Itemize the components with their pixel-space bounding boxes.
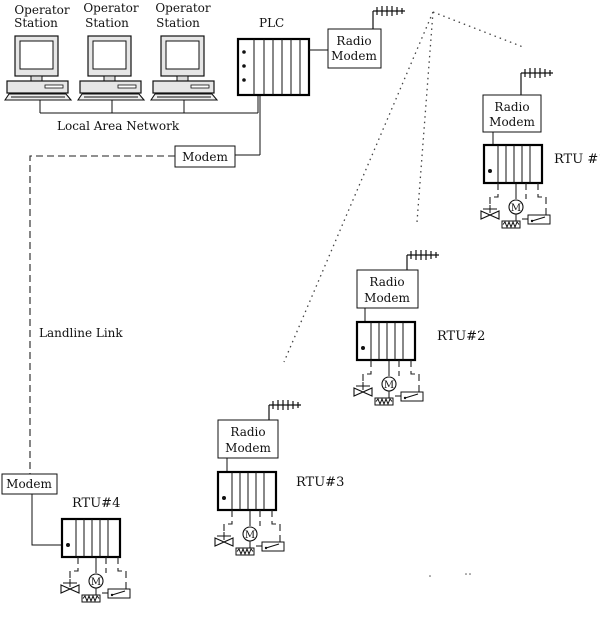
antenna-icon bbox=[268, 399, 302, 411]
rtu-4: Modem RTU#4 bbox=[1, 473, 131, 603]
antenna-icon bbox=[372, 5, 406, 17]
operator-station-line1: Operator bbox=[155, 1, 211, 15]
field-devices bbox=[480, 182, 551, 229]
landline-label: Landline Link bbox=[39, 326, 123, 340]
field-devices bbox=[214, 509, 285, 556]
rtu-1: Radio Modem RTU #1 bbox=[480, 67, 600, 229]
rtu-label: RTU#3 bbox=[296, 475, 344, 490]
computer-icon bbox=[4, 35, 72, 101]
operator-station-1: Operator Station bbox=[4, 3, 72, 101]
rtu-rack bbox=[355, 320, 417, 362]
operator-station-line2: Station bbox=[156, 16, 200, 30]
plc-modem: Modem bbox=[174, 96, 261, 168]
modem-label: Modem bbox=[6, 477, 52, 491]
operator-station-line2: Station bbox=[85, 16, 129, 30]
radio-links bbox=[283, 11, 524, 363]
stray-marks bbox=[429, 573, 471, 577]
modem-label: Modem bbox=[182, 150, 228, 164]
radio-modem-line2: Modem bbox=[489, 115, 535, 129]
radio-modem-line1: Radio bbox=[336, 34, 371, 48]
plc-radio-modem: Radio Modem bbox=[327, 5, 406, 69]
radio-modem-line2: Modem bbox=[225, 441, 271, 455]
radio-modem-line2: Modem bbox=[364, 291, 410, 305]
field-devices bbox=[60, 556, 131, 603]
rtu-rack bbox=[216, 470, 278, 512]
radio-modem-line1: Radio bbox=[494, 100, 529, 114]
radio-modem-line2: Modem bbox=[331, 49, 377, 63]
plc-label: PLC bbox=[259, 16, 284, 30]
rtu-3: Radio Modem RTU#3 bbox=[214, 399, 344, 556]
rtu-label: RTU#4 bbox=[72, 496, 120, 511]
computer-icon bbox=[77, 35, 145, 101]
radio-modem-line1: Radio bbox=[369, 275, 404, 289]
landline-link: Landline Link bbox=[29, 155, 175, 475]
operator-station-3: Operator Station bbox=[150, 1, 218, 101]
radio-modem-line1: Radio bbox=[230, 425, 265, 439]
computer-icon bbox=[150, 35, 218, 101]
operator-station-line1: Operator bbox=[83, 1, 139, 15]
rtu-label: RTU #1 bbox=[554, 152, 600, 167]
rtu-rack bbox=[60, 517, 122, 559]
lan-label: Local Area Network bbox=[57, 119, 180, 133]
operator-station-line1: Operator bbox=[14, 3, 70, 17]
rtu-rack bbox=[482, 143, 544, 185]
rtu-label: RTU#2 bbox=[437, 329, 485, 344]
antenna-icon bbox=[520, 67, 554, 79]
antenna-icon bbox=[406, 249, 440, 261]
local-area-network: Local Area Network bbox=[39, 96, 259, 133]
plc: PLC bbox=[236, 16, 328, 97]
field-devices bbox=[353, 359, 424, 406]
rtu-2: Radio Modem RTU#2 bbox=[353, 249, 485, 406]
operator-station-line2: Station bbox=[14, 16, 58, 30]
operator-station-2: Operator Station bbox=[77, 1, 145, 101]
